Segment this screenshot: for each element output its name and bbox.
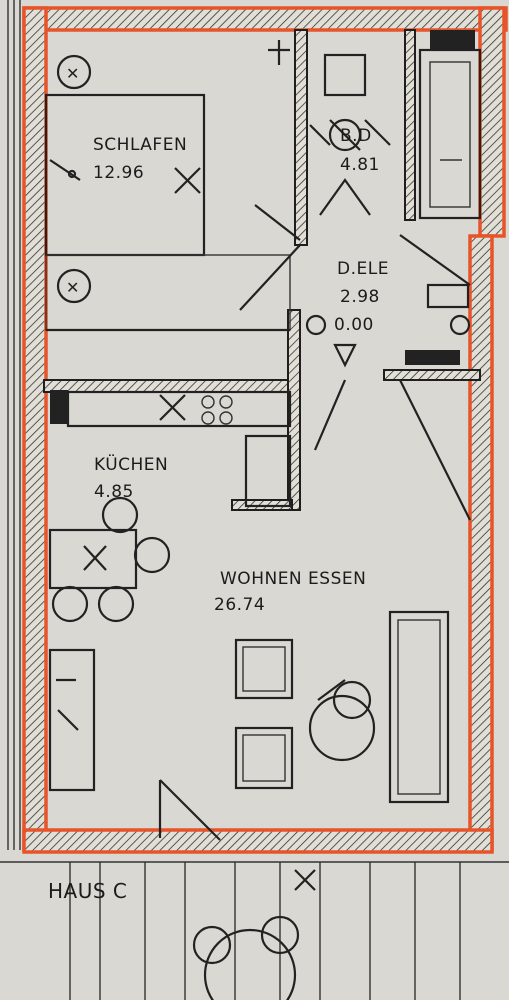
kitchen-table: [48, 496, 171, 623]
outdoor-table: [192, 869, 316, 1000]
coffee-table: [308, 679, 376, 762]
armchairs: [234, 638, 294, 790]
terrace-fence: [0, 861, 509, 1000]
kitchen-counter: [50, 390, 292, 508]
bathroom-fixtures: [309, 30, 482, 220]
outer-walls: [22, 6, 508, 854]
room-label-schlafen: SCHLAFEN: [93, 135, 187, 155]
bedroom-symbols: ✕ ✕: [49, 40, 290, 304]
room-label-bad: B.D: [340, 126, 372, 146]
elevation-mark: 0.00: [334, 315, 374, 335]
svg-text:✕: ✕: [66, 278, 79, 297]
room-label-kuechen: KÜCHEN: [94, 453, 168, 475]
house-label: HAUS C: [48, 879, 127, 903]
room-area-diele: 2.98: [340, 287, 380, 307]
room-area-wohnen: 26.74: [214, 595, 265, 615]
hall-lines: [239, 204, 471, 521]
room-area-kuechen: 4.85: [94, 482, 134, 502]
bed: [44, 93, 291, 332]
svg-text:✕: ✕: [66, 64, 79, 83]
door-swing: [158, 779, 221, 841]
sideboard: [48, 648, 96, 792]
room-label-diele: D.ELE: [337, 259, 389, 279]
room-label-wohnen: WOHNEN ESSEN: [220, 569, 366, 589]
left-margin-lines: [7, 0, 21, 850]
room-area-bad: 4.81: [340, 155, 380, 175]
room-area-schlafen: 12.96: [93, 163, 144, 183]
sofa: [388, 610, 450, 804]
